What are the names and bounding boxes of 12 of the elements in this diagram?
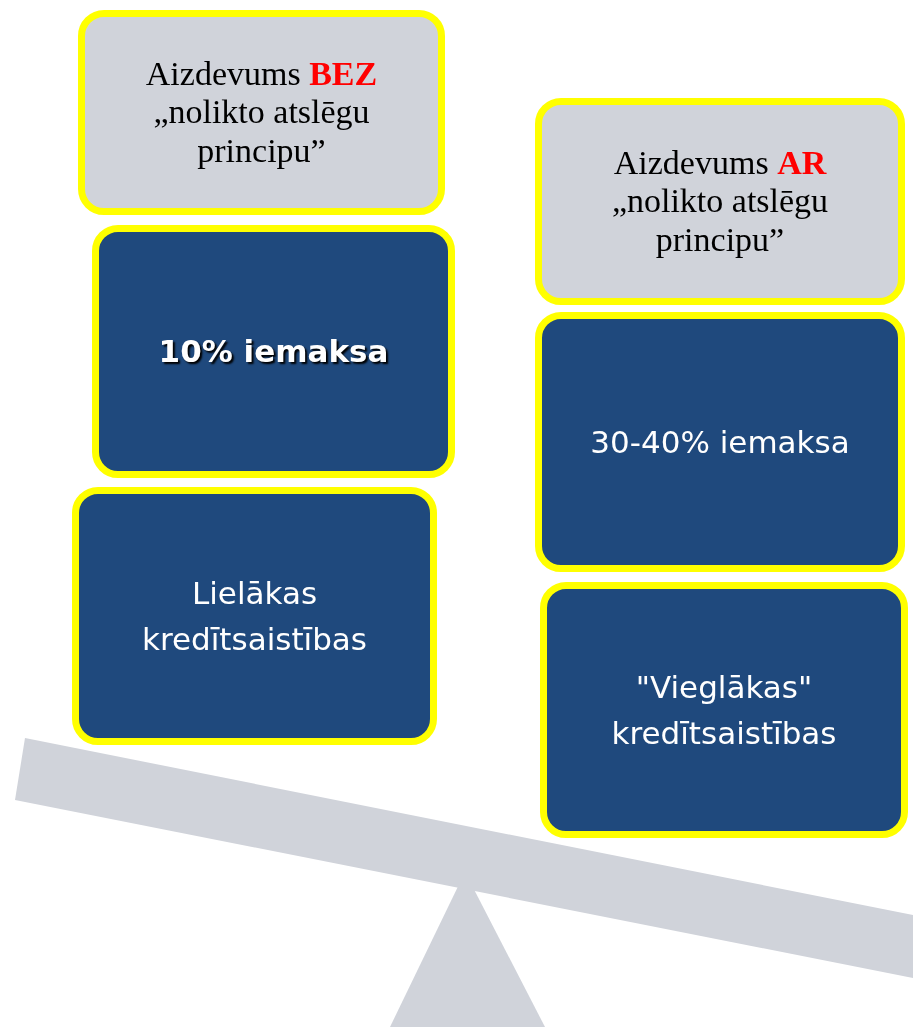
heading-box bbox=[535, 98, 905, 305]
heading-text: Aizdevums AR „nolikto atslēgu principu” bbox=[610, 144, 830, 259]
box-text: 30-40% iemaksa bbox=[590, 422, 850, 462]
box-text: "Vieglākas" kredītsaistības bbox=[610, 667, 838, 753]
info-box bbox=[535, 312, 905, 572]
info-box bbox=[72, 487, 437, 745]
heading-box bbox=[78, 10, 445, 215]
box-text: Lielākas kredītsaistības bbox=[140, 573, 368, 659]
heading-text: Aizdevums BEZ „nolikto atslēgu principu” bbox=[144, 55, 379, 170]
box-text: 10% iemaksa bbox=[158, 332, 389, 372]
info-box bbox=[540, 582, 908, 838]
info-box bbox=[92, 225, 455, 478]
